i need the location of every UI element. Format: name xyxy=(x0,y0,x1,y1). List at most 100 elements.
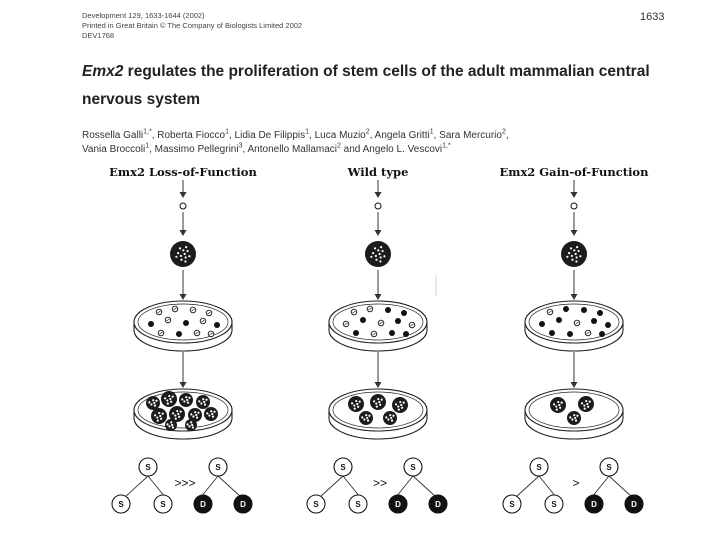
sphere-cell-highlight xyxy=(387,418,390,421)
stem-cell xyxy=(111,494,131,514)
arrow-head xyxy=(570,230,578,236)
sphere-cell-highlight xyxy=(161,412,164,415)
sphere-cell-highlight xyxy=(372,400,376,403)
cell-label: D xyxy=(395,500,401,509)
dissociated-cell xyxy=(556,317,562,323)
sphere-cell-highlight xyxy=(577,249,580,253)
parent-stem-cell: S xyxy=(599,457,619,477)
dissociated-cell xyxy=(597,310,603,316)
sphere-cell-highlight xyxy=(181,398,184,401)
cell-label: S xyxy=(215,463,221,472)
sphere-cell-highlight xyxy=(378,400,381,404)
stem-cell xyxy=(502,494,522,514)
sphere-body xyxy=(151,408,167,424)
sphere-cell-highlight xyxy=(202,398,205,401)
cell-mark xyxy=(368,307,372,311)
arrow-head xyxy=(179,294,187,300)
sphere-cell-highlight xyxy=(153,404,157,407)
arrow-head xyxy=(374,294,382,300)
arrow-head xyxy=(179,192,187,198)
sphere-cell-highlight xyxy=(557,400,560,404)
stem-cell xyxy=(306,494,326,514)
differentiated-cell xyxy=(584,494,604,514)
secondary-neurosphere xyxy=(151,408,167,424)
sphere-cell-highlight xyxy=(559,406,562,409)
daughter-differentiated-cell: D xyxy=(233,494,253,514)
sphere-cell-highlight xyxy=(381,249,384,253)
sphere-cell-highlight xyxy=(385,416,388,419)
author-name: Roberta Fiocco1 xyxy=(157,128,229,141)
sphere-cell-highlight xyxy=(356,402,359,406)
sphere-cell-highlight xyxy=(573,414,576,417)
differentiated-cell xyxy=(624,494,644,514)
dish-rim xyxy=(133,300,233,344)
process-arrow xyxy=(179,180,187,198)
process-arrow xyxy=(570,352,578,388)
sphere-cell-highlight xyxy=(579,255,582,258)
sphere-cell-highlight xyxy=(574,419,578,422)
dissociated-cell xyxy=(183,320,189,326)
dish-inner-rim xyxy=(332,391,424,429)
cell-mark xyxy=(207,311,211,315)
secondary-neurosphere xyxy=(165,419,177,431)
daughter-stem-cell: S xyxy=(306,494,326,514)
sphere-body xyxy=(188,408,202,422)
sphere-cell-highlight xyxy=(197,411,200,414)
sphere-cell-highlight xyxy=(160,417,163,420)
differentiated-cell xyxy=(428,494,448,514)
title-text: regulates the proliferation of stem cell… xyxy=(82,63,650,108)
dissociated-cell xyxy=(605,322,611,328)
sphere-cell-highlight xyxy=(186,249,189,253)
arrow-head xyxy=(374,192,382,198)
secondary-neurosphere xyxy=(196,395,210,409)
sphere-cell-highlight xyxy=(185,246,188,249)
condition-title: Emx2 Gain-of-Function xyxy=(500,165,650,179)
sphere-cell-highlight xyxy=(377,397,380,401)
sphere-cell-highlight xyxy=(355,399,358,403)
daughter-differentiated-cell: D xyxy=(193,494,213,514)
sphere-cell-highlight xyxy=(392,414,395,417)
process-arrow xyxy=(570,270,578,300)
sphere-cell-highlight xyxy=(566,255,569,258)
author-affiliation: 1 xyxy=(145,142,150,150)
sphere-cell-highlight xyxy=(174,414,177,417)
process-arrow xyxy=(179,212,187,236)
sphere-cell-highlight xyxy=(365,414,368,417)
sphere-cell-highlight xyxy=(175,255,178,258)
author-affiliation: 2 xyxy=(365,128,370,136)
sphere-body xyxy=(370,394,386,410)
stem-cell xyxy=(138,457,158,477)
process-arrow xyxy=(374,212,382,236)
sphere-cell-highlight xyxy=(573,249,576,252)
daughter-differentiated-cell: D xyxy=(388,494,408,514)
sphere-cell-highlight xyxy=(171,426,175,429)
cell-mark xyxy=(159,331,163,335)
author-name: Massimo Pellegrini3 xyxy=(154,142,243,155)
culture-dish-dissociated xyxy=(524,300,624,352)
process-arrow xyxy=(374,352,382,388)
sphere-cell-highlight xyxy=(571,418,574,421)
dish-inner-rim xyxy=(528,303,620,341)
sphere-body xyxy=(365,241,391,267)
sphere-cell-highlight xyxy=(401,406,404,409)
lineage-branch xyxy=(217,475,242,498)
arrow-head xyxy=(570,382,578,388)
sphere-cell-highlight xyxy=(150,403,153,406)
lineage-branch xyxy=(608,475,633,498)
sphere-cell-highlight xyxy=(152,399,155,402)
sphere-body xyxy=(179,393,193,407)
sphere-cell-highlight xyxy=(576,246,579,249)
neurosphere xyxy=(561,241,587,267)
arrow-head xyxy=(179,230,187,236)
cell-mark xyxy=(586,331,590,335)
sphere-cell-highlight xyxy=(390,416,393,420)
author-name: Luca Muzio2 xyxy=(314,128,370,141)
sphere-cell-highlight xyxy=(188,255,191,258)
sphere-body xyxy=(561,241,587,267)
sphere-cell-highlight xyxy=(180,258,183,261)
stem-cell xyxy=(348,494,368,514)
journal-header: Development 129, 1633-1644 (2002) Printe… xyxy=(82,11,302,41)
sphere-cell-highlight xyxy=(583,407,586,410)
cell-mark xyxy=(191,308,195,312)
